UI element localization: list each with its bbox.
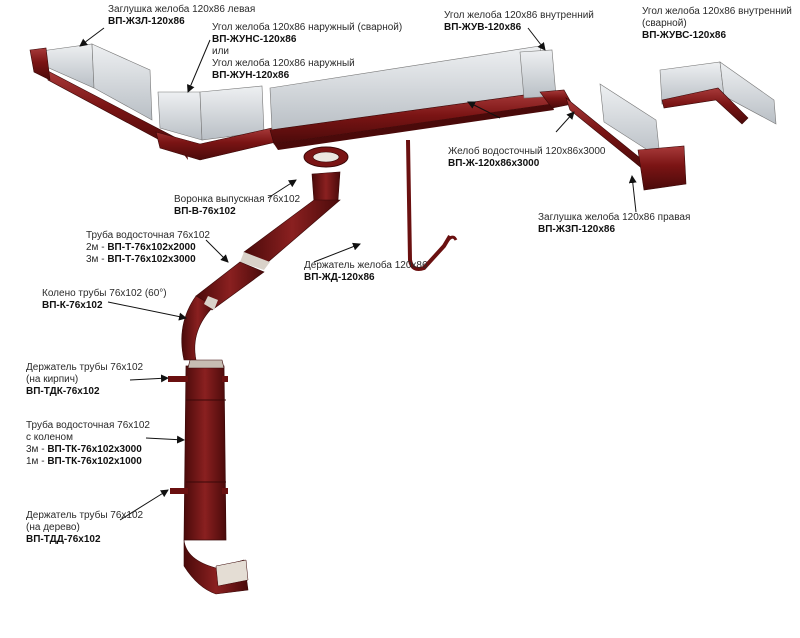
label-funnel: Воронка выпускная 76х102 ВП-В-76х102: [174, 194, 301, 217]
gutter-main: [269, 45, 554, 150]
label-elbow: Колено трубы 76х102 (60°) ВП-К-76х102: [42, 288, 167, 311]
gutter-holder: [406, 139, 458, 271]
label-gutter-main: Желоб водосточный 120х86х3000 ВП-Ж-120х8…: [448, 146, 606, 169]
leader-arrows: [79, 27, 637, 521]
label-pipe-holder-wood: Держатель трубы 76х102 (на дерево) ВП-ТД…: [26, 510, 144, 545]
funnel-outlet: [303, 146, 349, 203]
label-pipe-holder-brick: Держатель трубы 76х102 (на кирпич) ВП-ТД…: [26, 362, 144, 397]
label-gutter-holder: Держатель желоба 120х86 ВП-ЖД-120х86: [304, 260, 428, 283]
pipe-angled: [195, 199, 341, 311]
pipe-holder-brick: [168, 376, 228, 382]
gutter-corner-outer: [155, 85, 277, 161]
label-pipe-knee: Труба водосточная 76х102 с коленом 3м - …: [26, 420, 150, 467]
gutter-cap-right: [637, 145, 687, 191]
pipe-vertical: [183, 359, 249, 595]
pipe-holder-wood: [170, 488, 228, 494]
label-cap-right: Заглушка желоба 120х86 правая ВП-ЖЗП-120…: [538, 212, 691, 235]
pipe-elbow: [181, 295, 218, 361]
label-pipe: Труба водосточная 76х102 2м - ВП-Т-76х10…: [86, 230, 210, 265]
label-corner-outer: Угол желоба 120х86 наружный (сварной) ВП…: [212, 22, 403, 81]
gutter-corner-inner-welded: [659, 61, 777, 125]
label-corner-inner: Угол желоба 120х86 внутренний ВП-ЖУВ-120…: [444, 10, 594, 33]
gutter-left-run: [33, 43, 188, 160]
gutter-cap-left: [29, 47, 51, 81]
gutter-right-run: [565, 83, 661, 171]
label-cap-left: Заглушка желоба 120х86 левая ВП-ЖЗЛ-120х…: [108, 4, 256, 27]
label-corner-inner-welded: Угол желоба 120х86 внутренний (сварной) …: [642, 6, 792, 41]
